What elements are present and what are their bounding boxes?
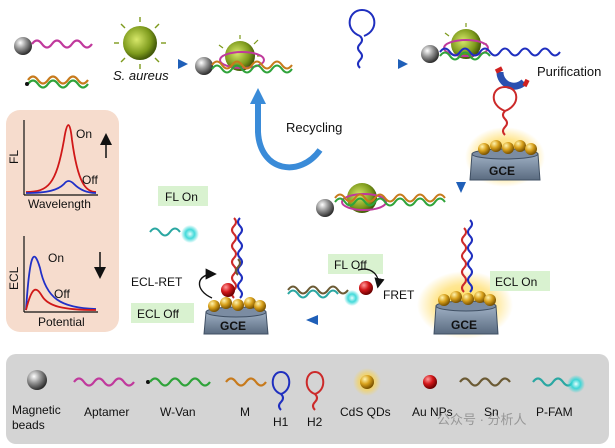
legend-au-nps: Au NPs	[412, 405, 453, 419]
fl-graph: FL On Off Wavelength	[7, 120, 112, 211]
legend-panel	[6, 354, 609, 444]
fret-complex	[287, 281, 373, 306]
fl-on-text: FL On	[165, 190, 198, 204]
fl-on-badge	[158, 186, 208, 206]
legend-bead-icon	[27, 370, 47, 390]
ecl-ret-arrow	[198, 268, 217, 299]
ecl-off-badge	[131, 303, 194, 323]
legend-cds-qds: CdS QDs	[340, 405, 391, 419]
legend-wvan-icon	[149, 377, 211, 387]
gce-electrode-top: GCE	[465, 85, 545, 187]
ecl-xlabel: Potential	[38, 315, 85, 329]
s-aureus-label: S. aureus	[113, 68, 169, 83]
magnet-icon	[494, 66, 530, 90]
gce-electrode-left: GCE	[203, 217, 269, 335]
ecl-on-text: ECL On	[495, 275, 537, 289]
aptamer-strand	[31, 39, 93, 49]
legend-sn: Sn	[484, 405, 499, 419]
fl-off-text: FL Off	[334, 258, 367, 272]
legend-cds-icon	[360, 375, 374, 389]
fret-arrow	[357, 268, 385, 289]
fl-off-badge	[328, 254, 383, 274]
ecl-ret-label: ECL-RET	[131, 275, 183, 289]
s-aureus-icon	[114, 17, 166, 69]
h1-hairpin-icon	[348, 8, 376, 69]
gce-label-right: GCE	[451, 318, 477, 332]
recycling-arrow	[255, 100, 323, 171]
wvan-strand	[27, 79, 89, 89]
watermark: 公众号 · 分析人	[437, 412, 527, 427]
bead-bacteria-complex-1	[195, 35, 293, 75]
legend-aptamer-icon	[73, 377, 135, 387]
ecl-on-badge	[490, 271, 550, 291]
ecl-graph: ECL On Off Potential	[7, 236, 106, 329]
legend-h1-icon	[271, 370, 291, 411]
fam-dye-icon	[181, 225, 199, 243]
legend-h2-icon	[305, 370, 325, 411]
m-strand	[27, 75, 89, 85]
bead-bacteria-complex-3	[316, 183, 446, 217]
recycling-label: Recycling	[286, 120, 342, 135]
fl-ylabel: FL	[7, 150, 21, 164]
p-fam-strand	[149, 227, 181, 237]
legend-m: M	[240, 405, 250, 419]
bead-bacteria-complex-2	[421, 23, 561, 63]
legend-magnetic-beads-line2: beads	[12, 418, 45, 432]
ecl-off-text: ECL Off	[137, 307, 180, 321]
gce-electrode-right: GCE	[417, 219, 513, 339]
fl-xlabel: Wavelength	[28, 197, 91, 211]
legend-au-icon	[423, 375, 437, 389]
fl-on-label: On	[76, 127, 92, 141]
arrow-head-icon	[178, 59, 188, 69]
legend-magnetic-beads: Magnetic beads	[12, 403, 64, 432]
ecl-off-label: Off	[54, 287, 70, 301]
legend-h1: H1	[273, 415, 289, 429]
spectra-panel	[6, 110, 119, 332]
ecl-ylabel: ECL	[7, 266, 21, 290]
legend-p-fam: P-FAM	[536, 405, 573, 419]
fl-off-curve	[25, 180, 97, 194]
legend-magnetic-beads-line1: Magnetic	[12, 403, 61, 417]
legend-sn-icon	[459, 377, 511, 387]
wvan-end-dot	[25, 82, 29, 86]
gce-label-top: GCE	[489, 164, 515, 178]
fl-off-label: Off	[82, 173, 98, 187]
fl-on-curve	[25, 124, 97, 193]
ecl-on-curve	[25, 255, 97, 311]
fret-label: FRET	[383, 288, 415, 302]
legend-wvan: W-Van	[160, 405, 196, 419]
legend-pfam-icon	[532, 377, 574, 387]
magnetic-bead-icon	[14, 37, 32, 55]
legend-m-icon	[225, 377, 267, 387]
ecl-off-curve	[25, 288, 97, 311]
legend-aptamer: Aptamer	[84, 405, 129, 419]
ecl-on-label: On	[48, 251, 64, 265]
purification-label: Purification	[537, 64, 601, 79]
gce-label-left: GCE	[220, 319, 246, 333]
legend-h2: H2	[307, 415, 323, 429]
